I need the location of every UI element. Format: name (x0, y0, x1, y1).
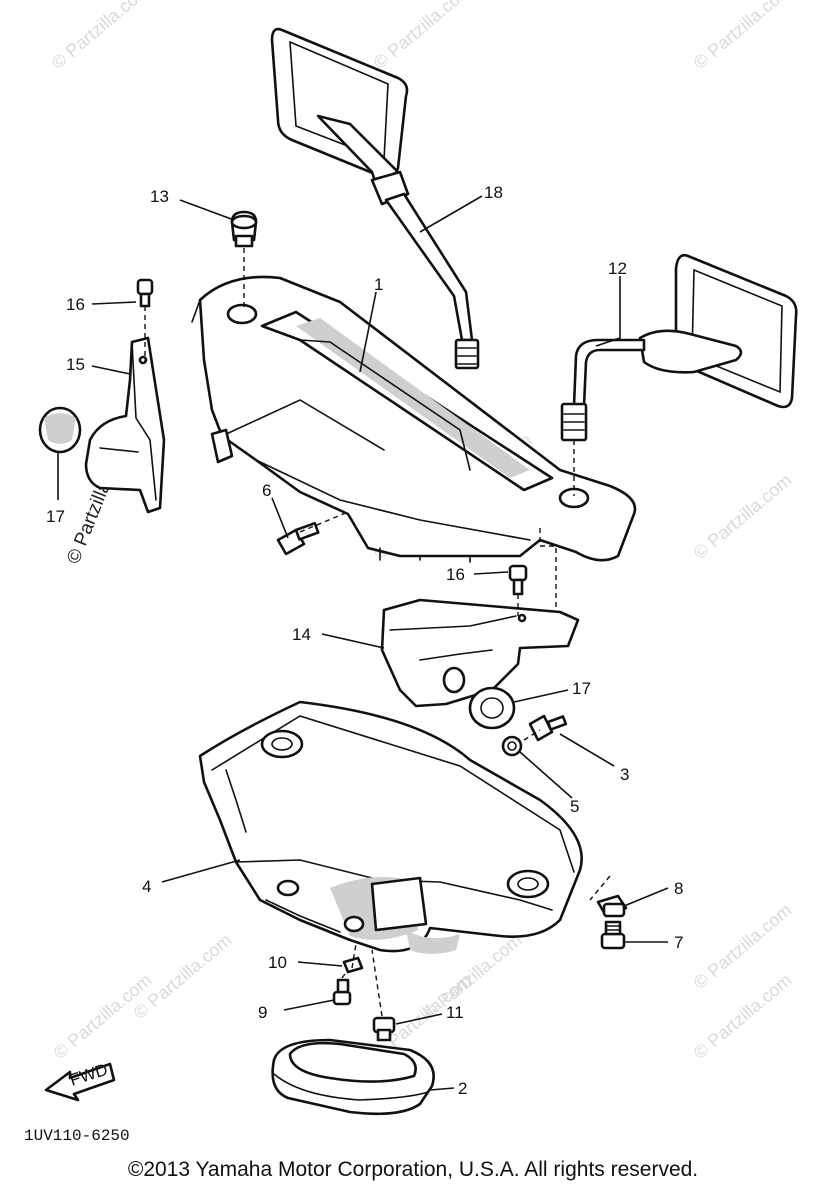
part-15-left-bracket (84, 336, 166, 514)
callout-11: 11 (446, 1003, 464, 1022)
part-3-screw (528, 714, 568, 742)
part-9-screw (332, 978, 352, 1006)
part-4-lower-handlebar-cover (198, 700, 583, 954)
part-17-grommet-right (468, 686, 516, 730)
watermark: © Partzilla.com (690, 470, 796, 563)
part-8-collar (596, 894, 628, 918)
callout-15: 15 (66, 355, 85, 374)
watermark: © Partzilla.com (48, 0, 154, 73)
callout-3: 3 (620, 765, 629, 784)
callout-1: 1 (374, 275, 383, 294)
callout-14: 14 (292, 625, 311, 644)
callouts: 13 18 1 12 16 15 17 6 16 14 17 3 5 4 8 7… (46, 183, 683, 1098)
callout-17-right: 17 (572, 679, 591, 698)
callout-5: 5 (570, 797, 579, 816)
callout-16-lower: 16 (446, 565, 465, 584)
part-16-screw-upper (136, 278, 154, 308)
callout-13: 13 (150, 187, 169, 206)
part-14-right-bracket (380, 598, 580, 708)
part-16-screw-lower (508, 564, 528, 596)
part-13-grommet (230, 210, 258, 248)
callout-8: 8 (674, 879, 683, 898)
part-11-screw (372, 1016, 396, 1042)
part-18-left-mirror (270, 27, 480, 370)
part-5-collar (501, 735, 523, 757)
callout-2: 2 (458, 1079, 467, 1098)
part-17-grommet-left (38, 406, 82, 454)
diagram-code: 1UV110-6250 (24, 1127, 130, 1145)
part-2-ring (271, 1038, 435, 1116)
callout-10: 10 (268, 953, 287, 972)
part-7-screw (600, 920, 626, 950)
part-12-right-mirror (560, 253, 798, 442)
watermark: © Partzilla.com (370, 0, 476, 73)
leader-lines (57, 195, 669, 1091)
callout-12: 12 (608, 259, 627, 278)
watermark: © Partzilla.com (690, 0, 796, 73)
callout-9: 9 (258, 1003, 267, 1022)
callout-7: 7 (674, 933, 683, 952)
copyright-notice: ©2013 Yamaha Motor Corporation, U.S.A. A… (127, 1158, 699, 1181)
callout-6: 6 (262, 481, 271, 500)
fwd-arrow-icon: FWD (44, 1060, 116, 1102)
callout-17-left: 17 (46, 507, 65, 526)
assembly-lines (144, 248, 611, 1017)
part-1-upper-handlebar-cover (191, 275, 637, 563)
callout-16-upper: 16 (66, 295, 85, 314)
callout-4: 4 (142, 877, 151, 896)
callout-18: 18 (484, 183, 503, 202)
